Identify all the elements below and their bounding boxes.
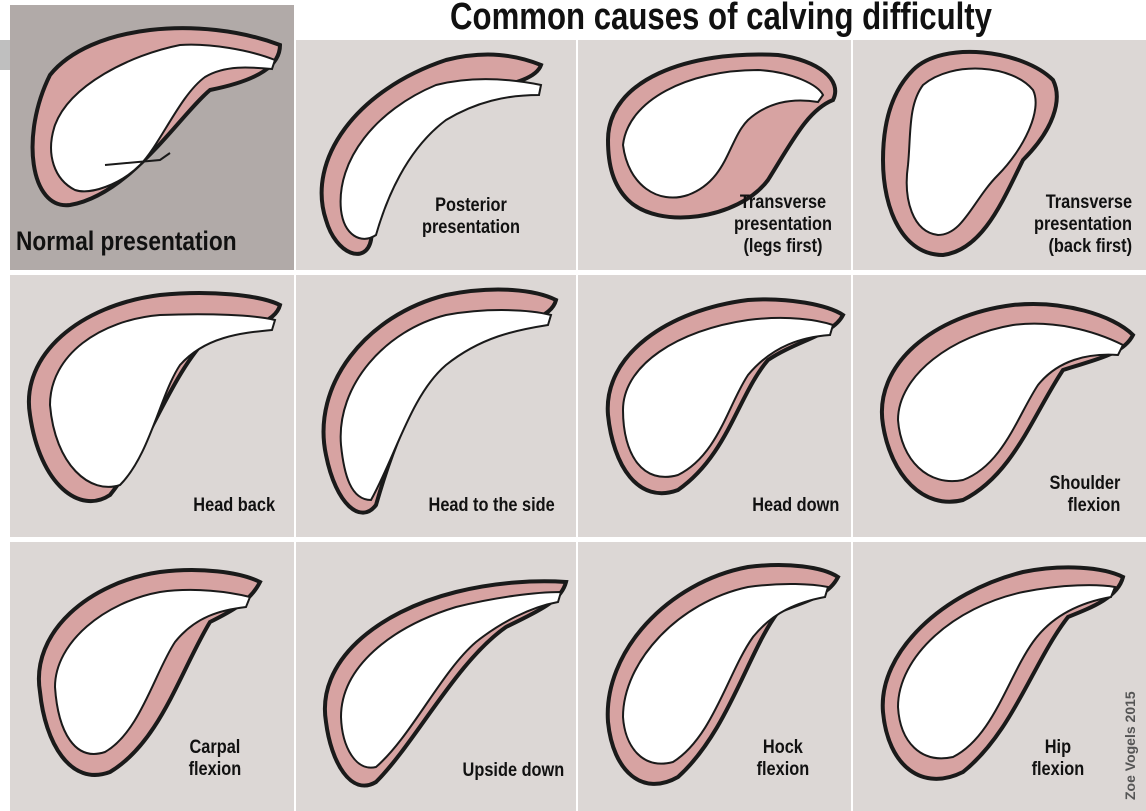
panel-head-to-the-side: Head to the side: [296, 275, 576, 537]
panel-label-upside-down: Upside down: [463, 760, 565, 782]
panel-head-back: Head back: [10, 275, 294, 537]
uterus-calf-illustration: [578, 542, 851, 811]
uterus-calf-illustration: [853, 542, 1146, 811]
panel-label-head-side: Head to the side: [429, 495, 555, 517]
artist-credit: Zoe Vogels 2015: [1122, 670, 1142, 800]
panel-label-head-down: Head down: [752, 495, 839, 517]
page-title: Common causes of calving difficulty: [373, 0, 1070, 42]
panel-upside-down: Upside down: [296, 542, 576, 811]
panel-label-head-back: Head back: [193, 495, 275, 517]
panel-head-down: Head down: [578, 275, 851, 537]
uterus-calf-illustration: [10, 542, 294, 811]
panel-label-normal: Normal presentation: [16, 226, 237, 257]
